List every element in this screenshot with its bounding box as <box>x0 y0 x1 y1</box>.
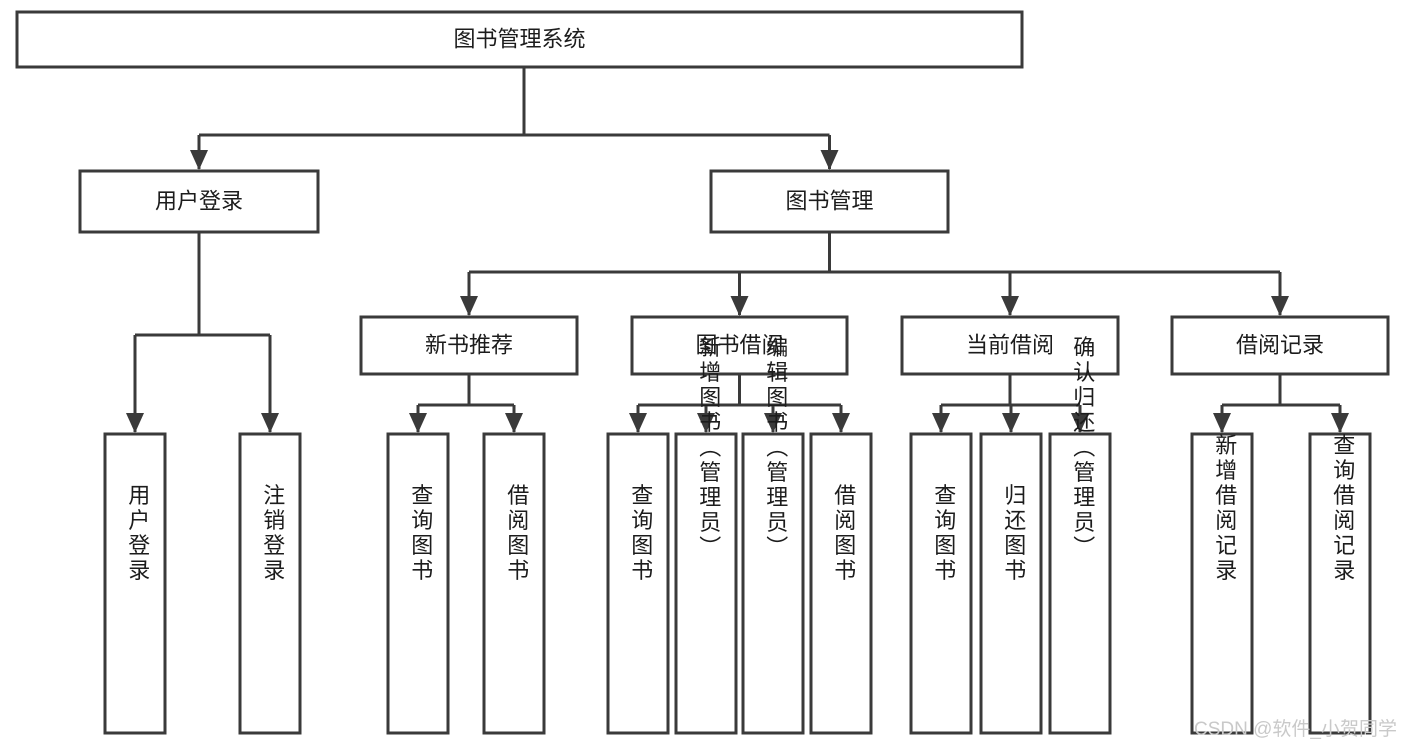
node-layer: 图书管理系统用户登录图书管理新书推荐图书借阅当前借阅借阅记录用户登录注销登录查询… <box>15 10 1390 735</box>
arrow-head-icon <box>820 150 839 170</box>
node-借阅记录[interactable]: 借阅记录 <box>1170 315 1390 376</box>
arrow-head-icon <box>629 413 647 433</box>
arrow-head-icon <box>190 150 208 170</box>
node-rect <box>103 432 167 735</box>
node-rect <box>674 432 738 735</box>
arrow-head-icon <box>505 413 523 433</box>
arrow-head-icon <box>1002 413 1020 433</box>
node-label: 查询借阅记录 <box>1330 434 1355 584</box>
node-查询图书[interactable]: 查询图书 <box>386 432 450 735</box>
node-查询图书[interactable]: 查询图书 <box>606 432 670 735</box>
node-label: 借阅记录 <box>1236 332 1324 357</box>
arrow-head-icon <box>697 413 715 433</box>
node-rect <box>606 432 670 735</box>
node-当前借阅[interactable]: 当前借阅 <box>900 315 1120 376</box>
node-用户登录[interactable]: 用户登录 <box>78 169 320 234</box>
arrow-head-icon <box>1071 413 1089 433</box>
node-新增借阅记录[interactable]: 新增借阅记录 <box>1190 432 1254 735</box>
arrow-head-icon <box>764 413 782 433</box>
node-rect <box>741 432 805 735</box>
node-label: 查询图书 <box>931 484 956 584</box>
node-rect <box>238 432 302 735</box>
node-label: 用户登录 <box>125 484 150 584</box>
node-label: 当前借阅 <box>966 332 1054 357</box>
node-rect <box>78 169 320 234</box>
node-rect <box>386 432 450 735</box>
node-注销登录[interactable]: 注销登录 <box>238 432 302 735</box>
node-label: 图书管理系统 <box>453 26 585 51</box>
node-用户登录[interactable]: 用户登录 <box>103 432 167 735</box>
node-确认归还管理员[interactable]: 确认归还（管理员） <box>1048 336 1112 735</box>
node-图书管理[interactable]: 图书管理 <box>709 169 950 234</box>
node-rect <box>900 315 1120 376</box>
node-rect <box>809 432 873 735</box>
node-label: 注销登录 <box>260 484 285 584</box>
node-rect <box>1048 432 1112 735</box>
node-新书推荐[interactable]: 新书推荐 <box>359 315 579 376</box>
arrow-head-icon <box>1331 413 1349 433</box>
node-查询借阅记录[interactable]: 查询借阅记录 <box>1308 432 1372 735</box>
node-label: 新书推荐 <box>425 332 513 357</box>
node-label: 图书借阅 <box>695 332 783 357</box>
node-rect <box>15 10 1024 69</box>
arrow-head-icon <box>460 296 478 316</box>
node-label: 查询图书 <box>408 484 433 584</box>
node-编辑图书管理员[interactable]: 编辑图书（管理员） <box>741 336 805 735</box>
node-label: 查询图书 <box>628 484 653 584</box>
node-借阅图书[interactable]: 借阅图书 <box>482 432 546 735</box>
node-label: 归还图书 <box>1001 484 1026 584</box>
node-rect <box>482 432 546 735</box>
node-图书管理系统[interactable]: 图书管理系统 <box>15 10 1024 69</box>
node-借阅图书[interactable]: 借阅图书 <box>809 432 873 735</box>
arrow-head-icon <box>126 413 144 433</box>
node-label: 借阅图书 <box>831 484 856 584</box>
arrow-head-icon <box>730 296 749 316</box>
node-label: 新增借阅记录 <box>1212 434 1237 584</box>
connector-layer <box>126 67 1349 433</box>
node-新增图书管理员[interactable]: 新增图书（管理员） <box>674 336 738 735</box>
arrow-head-icon <box>832 413 850 433</box>
node-rect <box>909 432 973 735</box>
node-rect <box>1190 432 1254 735</box>
arrow-head-icon <box>1001 296 1019 316</box>
arrow-head-icon <box>1271 296 1289 316</box>
arrow-head-icon <box>261 413 279 433</box>
node-rect <box>630 315 849 376</box>
node-查询图书[interactable]: 查询图书 <box>909 432 973 735</box>
node-rect <box>979 432 1043 735</box>
arrow-head-icon <box>1213 413 1231 433</box>
node-label: 用户登录 <box>155 188 243 213</box>
node-rect <box>1308 432 1372 735</box>
node-label: 新增图书（管理员） <box>696 336 721 561</box>
node-label: 确认归还（管理员） <box>1070 336 1095 561</box>
node-rect <box>359 315 579 376</box>
csdn-watermark: CSDN @软件_小贺同学 <box>1194 719 1397 740</box>
node-label: 编辑图书（管理员） <box>763 336 788 561</box>
node-归还图书[interactable]: 归还图书 <box>979 432 1043 735</box>
node-图书借阅[interactable]: 图书借阅 <box>630 315 849 376</box>
node-label: 借阅图书 <box>504 484 529 584</box>
node-rect <box>709 169 950 234</box>
node-rect <box>1170 315 1390 376</box>
arrow-head-icon <box>932 413 950 433</box>
node-label: 图书管理 <box>785 188 873 213</box>
arrow-head-icon <box>409 413 427 433</box>
